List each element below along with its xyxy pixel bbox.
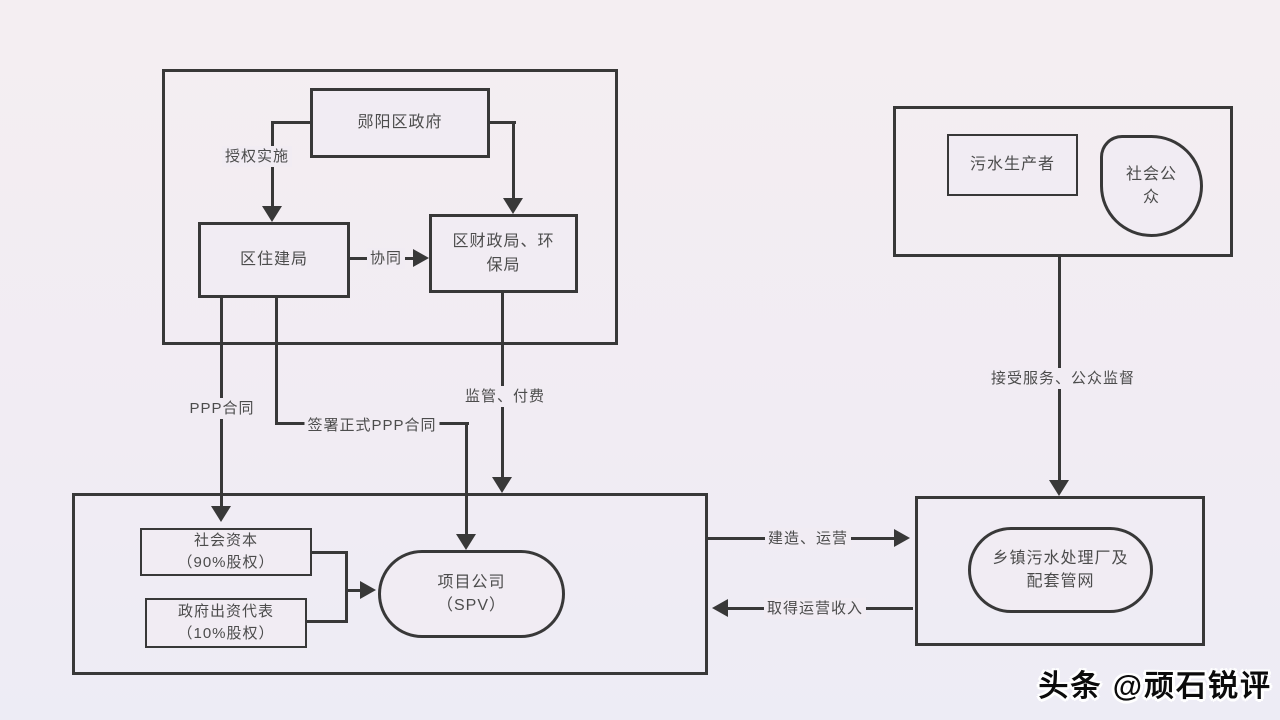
- arrowhead-right-icon: [413, 249, 429, 267]
- arrowhead-left-icon: [712, 599, 728, 617]
- finance-env-label-line2: 保局: [486, 256, 521, 274]
- government-label: 郧阳区政府: [357, 114, 443, 132]
- arrowhead-down-icon: [1049, 480, 1069, 496]
- connector-line: [275, 298, 278, 425]
- facility-group-box: [915, 496, 1205, 646]
- spv-node: 项目公司 （SPV）: [378, 550, 565, 638]
- public-circle-node: 社会公 众: [1100, 135, 1203, 237]
- spv-line1: 项目公司: [437, 573, 506, 591]
- build-operate-label: 建造、运营: [764, 528, 852, 549]
- housing-bureau-node: 区住建局: [198, 222, 350, 298]
- arrowhead-down-icon: [211, 506, 231, 522]
- housing-bureau-label: 区住建局: [239, 251, 308, 269]
- connector-line: [489, 121, 516, 124]
- arrowhead-down-icon: [503, 198, 523, 214]
- arrowhead-right-icon: [360, 581, 376, 599]
- operating-income-label: 取得运营收入: [763, 598, 867, 619]
- government-node: 郧阳区政府: [310, 88, 490, 158]
- finance-env-node: 区财政局、环 保局: [429, 214, 578, 293]
- government-group-box: [162, 69, 618, 345]
- social-capital-node: 社会资本 （90%股权）: [140, 528, 312, 576]
- plant-line2: 配套管网: [1026, 573, 1095, 590]
- spv-group-box: [72, 493, 708, 675]
- plant-line1: 乡镇污水处理厂及: [992, 549, 1129, 567]
- arrowhead-right-icon: [894, 529, 910, 547]
- coordinate-label: 协同: [366, 248, 406, 269]
- public-group-box: [893, 106, 1233, 257]
- sewage-producer-node: 污水生产者: [947, 134, 1078, 196]
- watermark-text: 头条 @顽石锐评: [1038, 670, 1272, 703]
- supervise-pay-label: 监管、付费: [461, 386, 549, 407]
- sign-ppp-label: 签署正式PPP合同: [304, 415, 440, 436]
- public-label-line1: 社会公: [1125, 165, 1177, 183]
- public-label-line2: 众: [1142, 189, 1160, 206]
- gov-representative-node: 政府出资代表 （10%股权）: [145, 598, 307, 648]
- authorize-label: 授权实施: [222, 146, 293, 167]
- connector-line: [273, 121, 312, 124]
- connector-line: [312, 551, 348, 554]
- connector-line: [465, 422, 468, 536]
- ppp-contract-label: PPP合同: [186, 398, 258, 419]
- social-capital-line2: （90%股权）: [177, 554, 275, 571]
- connector-line: [512, 121, 515, 201]
- arrowhead-down-icon: [492, 477, 512, 493]
- gov-rep-line2: （10%股权）: [177, 625, 275, 642]
- sewage-producer-label: 污水生产者: [969, 156, 1055, 174]
- connector-line: [345, 551, 348, 623]
- arrowhead-down-icon: [262, 206, 282, 222]
- finance-env-label-line1: 区财政局、环: [452, 233, 555, 251]
- gov-rep-line1: 政府出资代表: [177, 603, 274, 621]
- plant-network-node: 乡镇污水处理厂及 配套管网: [968, 527, 1153, 613]
- arrowhead-down-icon: [456, 534, 476, 550]
- spv-line2: （SPV）: [436, 597, 507, 614]
- receive-service-label: 接受服务、公众监督: [987, 368, 1139, 389]
- connector-line: [345, 589, 362, 592]
- social-capital-line1: 社会资本: [193, 532, 258, 550]
- connector-line: [307, 620, 348, 623]
